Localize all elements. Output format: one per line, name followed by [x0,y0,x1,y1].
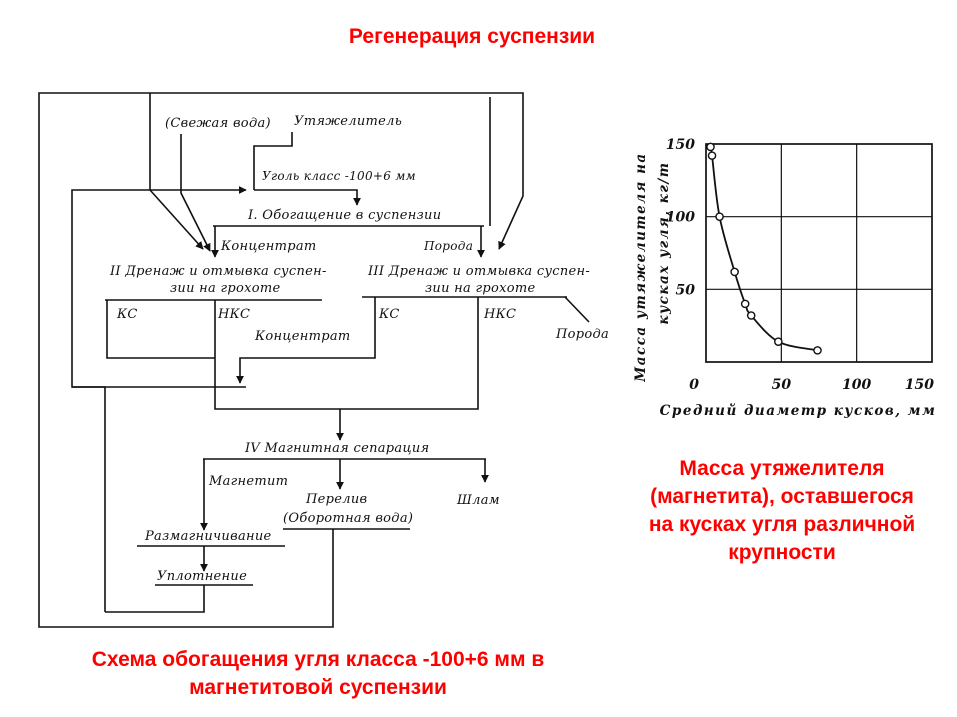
data-point [746,311,756,320]
overflow-label: Перелив [305,492,367,507]
x-tick-label: 100 [842,377,871,393]
y-axis-label: Масса утяжелителя на [633,152,649,382]
stage3-label-line2: зии на грохоте [425,281,536,296]
flowchart-caption-line1: Схема обогащения угля класса -100+6 мм в [91,648,545,671]
x-tick-label: 150 [905,377,934,393]
y-axis-label: кусках угля, кг/т [656,161,672,324]
stage3-kc-label: КС [378,307,400,322]
chart-caption: Масса утяжелителя (магнетита), оставшего… [622,455,942,567]
stage3-nkc-line [340,297,479,410]
fresh-water-line-inner [180,134,211,252]
stage2-label-line1: II Дренаж и отмывка суспен- [109,264,327,279]
series-line [709,146,818,352]
flowchart-caption-line2: магнетитовой суспензии [189,676,447,699]
recycled-suspension-line [71,186,247,612]
stage1-label: I. Обогащение в суспензии [247,208,441,223]
y-tick-label: 50 [676,282,696,298]
data-point [707,151,717,160]
chart-caption-line: (магнетита), оставшегося [650,485,914,508]
stage2-kc-line [106,300,215,359]
magnetite-label: Магнетит [208,474,288,489]
stage3-kc-line [236,297,376,384]
weighting-agent-label: Утяжелитель [294,114,402,129]
circulating-water-label: (Оборотная вода) [283,511,413,526]
stage3-label-line1: III Дренаж и отмывка суспен- [367,264,590,279]
y-tick-label: 100 [666,210,695,226]
stage2-nkc-line [214,300,340,410]
data-point [774,337,783,346]
flow-labels: (Свежая вода) Утяжелитель Уголь класс -1… [109,114,609,584]
stage3-rock-line [564,296,590,323]
slime-label: Шлам [456,493,500,508]
fresh-water-label: (Свежая вода) [165,116,271,131]
flowchart: (Свежая вода) Утяжелитель Уголь класс -1… [38,92,609,628]
data-point [715,212,724,221]
stage3-rock-label: Порода [555,327,609,342]
coal-feed-label: Уголь класс -100+6 мм [262,169,416,183]
demagnetization-label: Размагничивание [144,529,272,544]
data-point [730,267,739,277]
stage2-nkc-label: НКС [217,307,250,322]
data-point [813,346,822,355]
circulating-water-line [38,92,524,628]
data-point [706,142,715,152]
flowchart-caption: Схема обогащения угля класса -100+6 мм в… [48,646,588,702]
x-axis-label: Средний диаметр кусков, мм [660,403,937,419]
stage1-rock-label: Порода [423,239,473,253]
coal-feed-line [254,189,361,206]
x-tick-label: 50 [772,377,792,393]
weighting-agent-line [253,132,293,190]
chart-caption-line: Масса утяжелителя [679,457,885,480]
stage1-concentrate-label: Концентрат [220,239,317,254]
slide-title: Регенерация суспензии [348,25,596,48]
thickening-label: Уплотнение [157,569,247,584]
stage2-concentrate-label: Концентрат [254,329,351,344]
chart-caption-line: крупности [728,541,836,564]
stage4-label: IV Магнитная сепарация [244,441,429,456]
plot-frame [705,143,933,363]
thickening-return-line [105,585,205,613]
flow-lines [38,92,590,628]
stage3-nkc-label: НКС [483,307,516,322]
y-tick-label: 150 [666,137,695,153]
chart-caption-line: на кусках угля различной [648,513,916,536]
stage2-kc-label: КС [116,307,138,322]
stage2-label-line2: зии на грохоте [170,281,281,296]
x-tick-label: 0 [689,377,699,393]
data-point [740,299,750,309]
